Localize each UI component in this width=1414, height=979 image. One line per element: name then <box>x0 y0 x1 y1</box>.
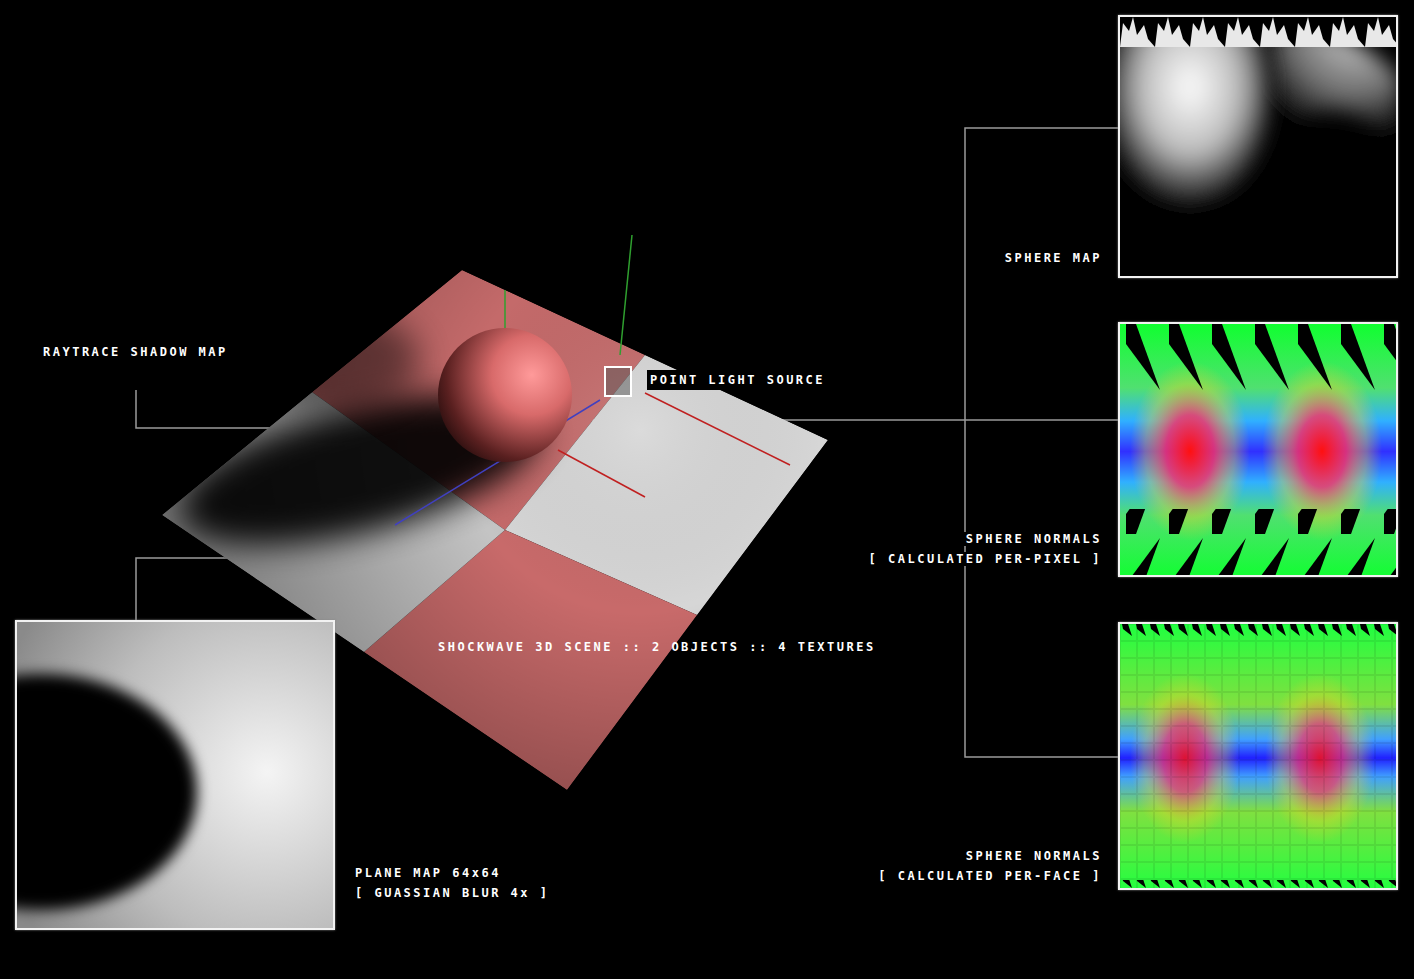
texture-image <box>1120 17 1396 276</box>
texture-teeth <box>1120 17 1396 47</box>
panel-title: SPHERE MAP <box>1002 251 1105 265</box>
panel-caption: SPHERE MAP <box>1002 248 1105 268</box>
panel-caption: SPHERE NORMALS [ CALCULATED PER-FACE ] <box>875 846 1105 886</box>
leader-line <box>136 390 290 428</box>
panel-subtitle: [ CALCULATED PER-PIXEL ] <box>866 552 1105 566</box>
texture-teeth <box>1120 509 1396 575</box>
texture-image <box>1120 624 1396 888</box>
texture-shadow <box>17 674 197 910</box>
panel-title: SPHERE NORMALS <box>963 532 1105 546</box>
panel-subtitle: [ CALCULATED PER-FACE ] <box>875 869 1105 883</box>
sphere <box>438 328 572 462</box>
texture-ground <box>1120 624 1396 888</box>
texture-panel: SPHERE MAP <box>1118 15 1398 278</box>
panel-caption: PLANE MAP 64x64 [ GUASSIAN BLUR 4x ] <box>352 863 553 903</box>
texture-image <box>1120 324 1396 575</box>
axis-line <box>620 235 632 355</box>
scene-caption: SHOCKWAVE 3D SCENE :: 2 OBJECTS :: 4 TEX… <box>438 637 876 657</box>
leader-line <box>965 128 1118 757</box>
light-source-icon <box>605 367 631 396</box>
texture-teeth <box>1120 324 1396 394</box>
panel-caption: SPHERE NORMALS [ CALCULATED PER-PIXEL ] <box>866 529 1105 569</box>
panel-subtitle: [ GUASSIAN BLUR 4x ] <box>352 886 553 900</box>
texture-ground <box>1120 324 1396 575</box>
texture-shade <box>1270 28 1396 157</box>
texture-facets <box>1120 624 1396 888</box>
texture-panel: PLANE MAP 64x64[ GUASSIAN BLUR 4x ] <box>15 620 335 930</box>
shadow <box>240 310 420 410</box>
texture-teeth <box>1120 880 1396 888</box>
axis-line <box>558 450 645 497</box>
callout-label: POINT LIGHT SOURCE <box>647 370 828 390</box>
texture-image <box>17 622 333 928</box>
axis-line <box>645 393 790 465</box>
panel-title: PLANE MAP 64x64 <box>352 866 504 880</box>
texture-panel: SPHERE NORMALS[ CALCULATED PER-FACE ] <box>1118 622 1398 890</box>
panel-title: SPHERE NORMALS <box>963 849 1105 863</box>
texture-teeth <box>1120 624 1396 636</box>
callout-label: RAYTRACE SHADOW MAP <box>40 342 231 362</box>
texture-panel: SPHERE NORMALS[ CALCULATED PER-PIXEL ] <box>1118 322 1398 577</box>
